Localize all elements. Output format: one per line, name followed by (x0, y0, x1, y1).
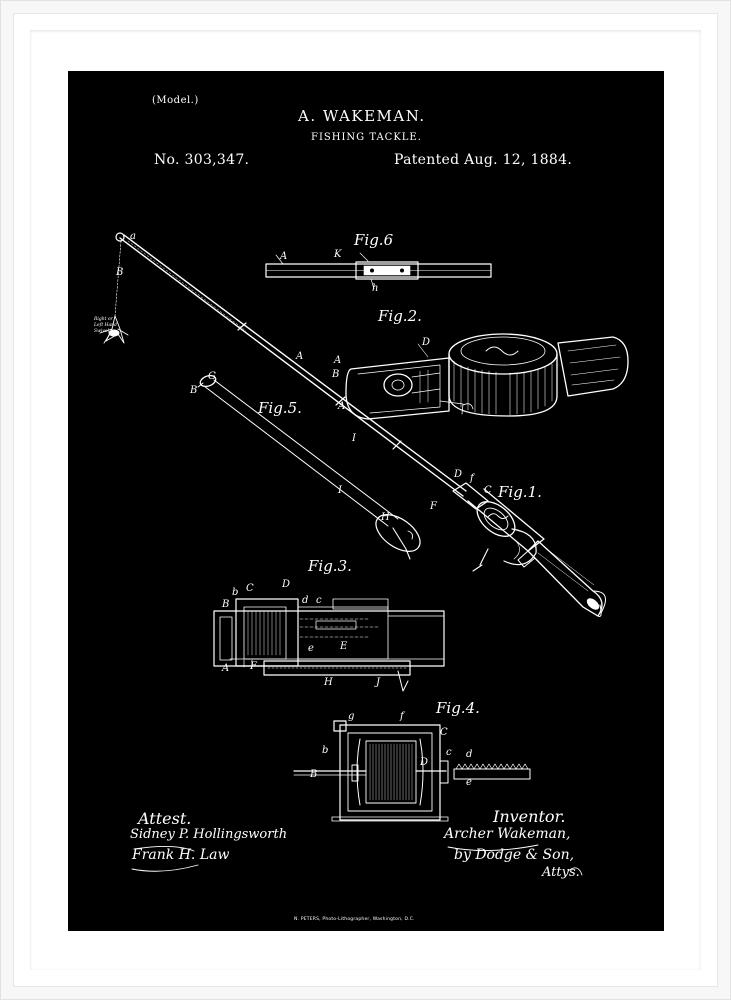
patent-number: No. 303,347. (154, 152, 250, 168)
figure-6-drawing (265, 252, 492, 290)
signature-flourishes (131, 844, 583, 876)
patent-drawing-plate: (Model.) A. WAKEMAN. FISHING TACKLE. No.… (68, 71, 664, 931)
ref-letter: A (338, 401, 346, 412)
figure-2-drawing (345, 333, 629, 420)
ref-letter: G (208, 371, 216, 382)
ref-letter: I (338, 485, 342, 496)
witness-signature-1: Sidney P. Hollingsworth (130, 827, 288, 842)
ref-letter: d (466, 749, 473, 760)
ref-letter: D (454, 469, 463, 480)
ref-letter: c (316, 595, 322, 606)
patent-illustration (99, 232, 629, 876)
witness-signature-2: Frank H. Law (132, 847, 230, 863)
ref-letter: h (372, 283, 379, 294)
figure-1-label: Fig.1. (498, 483, 542, 501)
ref-letter: B (116, 267, 124, 278)
invention-title: FISHING TACKLE. (311, 132, 422, 143)
ref-letter: g (348, 711, 355, 722)
figure-5-label: Fig.5. (258, 399, 302, 417)
attest-label: Attest. (138, 809, 192, 828)
figure-4-drawing (293, 720, 531, 822)
inventor-label: Inventor. (493, 807, 566, 826)
ref-letter: f (470, 473, 474, 484)
figure-4-label: Fig.4. (436, 699, 480, 717)
lure-note: Right or Left Hand Swivel (94, 317, 117, 334)
figure-3-drawing (213, 598, 445, 692)
patent-date: Patented Aug. 12, 1884. (394, 152, 573, 168)
ref-letter: D (422, 337, 431, 348)
inventor-heading: A. WAKEMAN. (298, 107, 426, 125)
figure-5-drawing (197, 374, 421, 560)
ref-letter: f (400, 711, 404, 722)
attorneys-label: Attys. (542, 865, 580, 880)
ref-letter: F (430, 501, 437, 512)
ref-letter: D (420, 757, 429, 768)
ref-letter: a (130, 231, 136, 242)
model-label: (Model.) (152, 95, 199, 106)
ref-letter: A (280, 251, 288, 262)
figure-1-drawing (99, 232, 606, 617)
ref-letter: A (296, 351, 304, 362)
figure-6-label: Fig.6 (354, 231, 394, 249)
ref-letter: A (222, 663, 230, 674)
ref-letter: I (352, 433, 356, 444)
ref-letter: e (308, 643, 314, 654)
lithographer-credit: N. PETERS, Photo-Lithographer, Washingto… (294, 917, 415, 922)
ref-letter: C (484, 485, 492, 496)
ref-letter: D (282, 579, 291, 590)
ref-letter: B (190, 385, 198, 396)
inventor-signature: Archer Wakeman, (444, 826, 571, 842)
ref-letter: F (250, 661, 257, 672)
ref-letter: C (440, 727, 448, 738)
ref-letter: b (322, 745, 329, 756)
ref-letter: H (324, 677, 333, 688)
ref-letter: E (340, 641, 348, 652)
ref-letter: B (222, 599, 230, 610)
ref-letter: C (246, 583, 254, 594)
ref-letter: d (302, 595, 309, 606)
ref-letter: e (466, 777, 472, 788)
attorney-signature: by Dodge & Son, (454, 847, 575, 863)
ref-letter: H (381, 512, 390, 523)
figure-3-label: Fig.3. (308, 557, 352, 575)
ref-letter: B (332, 369, 340, 380)
ref-letter: c (446, 747, 452, 758)
ref-letter: J (376, 677, 381, 688)
figure-2-label: Fig.2. (378, 307, 422, 325)
ref-letter: A (334, 355, 342, 366)
ref-letter: b (232, 587, 239, 598)
ref-letter: B (310, 769, 318, 780)
ref-letter: K (334, 249, 342, 260)
